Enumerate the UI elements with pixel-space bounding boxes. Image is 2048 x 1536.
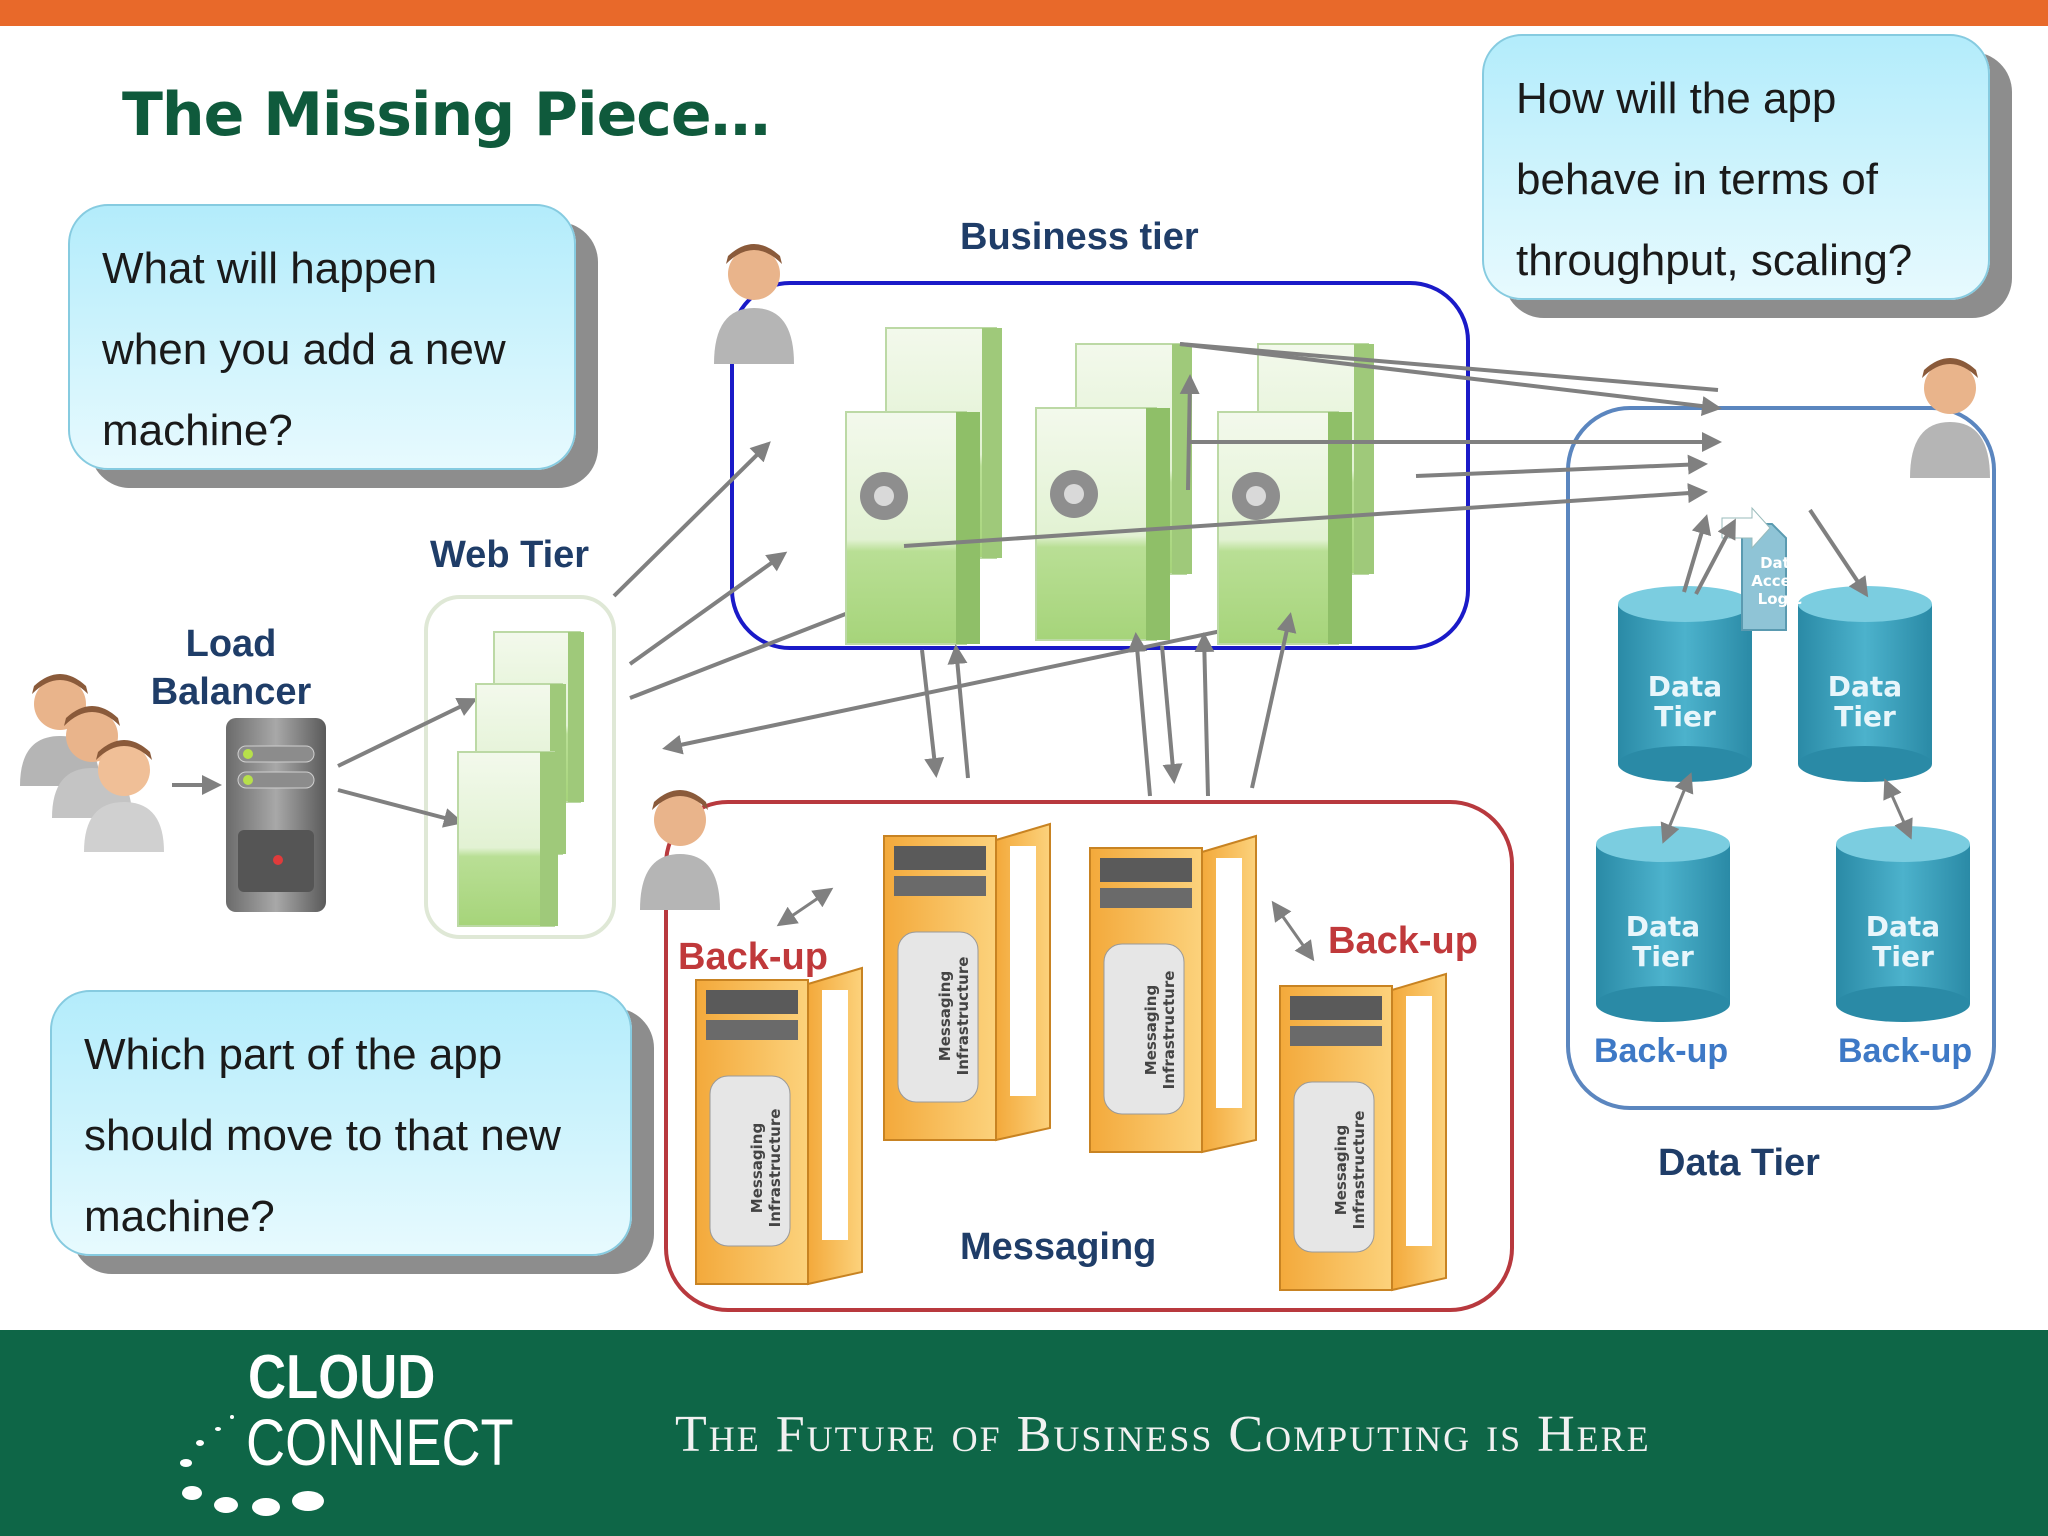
data-tier-cylinder-label: Data [1828, 670, 1902, 703]
architecture-diagram: Data Tier Data Tier Data Tier Data Tier … [20, 244, 1996, 1312]
bubble-line: What will happen [102, 244, 438, 293]
data-tier-label: Data Tier [1658, 1142, 1820, 1184]
question-bubble-add-machine: What will happen when you add a new mach… [68, 204, 576, 470]
data-access-logic-label: Logic [1758, 590, 1803, 608]
bubble-line: throughput, scaling? [1516, 236, 1913, 285]
logo-text-cloud: CLOUD [248, 1343, 436, 1412]
data-tier-box [1566, 406, 1996, 1110]
data-tier-user-icon [1910, 358, 1990, 478]
data-access-logic-label: Access [1751, 572, 1808, 590]
bubble-line: when you add a new [102, 325, 506, 374]
rack-label: Infrastructure [954, 957, 972, 1076]
web-tier-label: Web Tier [430, 534, 590, 576]
data-backup-label-right: Back-up [1838, 1032, 1973, 1070]
messaging-user-icon [640, 790, 720, 910]
rack-label: Infrastructure [1160, 971, 1178, 1090]
footer-bar [0, 1330, 2048, 1536]
business-tier-label: Business tier [960, 216, 1199, 258]
data-tier-cylinder-label: Tier [1834, 700, 1896, 733]
business-server-icon [845, 327, 1374, 645]
database-icon [1596, 586, 1970, 1022]
rack-label: Infrastructure [766, 1109, 784, 1228]
rack-label: Messaging [1332, 1125, 1350, 1215]
data-access-logic-label: Data [1760, 554, 1800, 572]
backup-label-left: Back-up [678, 936, 828, 978]
load-balancer-label: Load Balancer [146, 620, 316, 716]
cloud-connect-logo-icon [180, 1415, 324, 1516]
web-tier-box [424, 595, 616, 939]
rack-label: Infrastructure [1350, 1111, 1368, 1230]
rack-label: Messaging [748, 1123, 766, 1213]
load-balancer-label-line: Load [185, 623, 277, 665]
top-accent-bar [0, 0, 2048, 26]
data-tier-cylinder-label: Tier [1654, 700, 1716, 733]
data-tier-cylinder-label: Data [1866, 910, 1940, 943]
bubble-line: machine? [84, 1192, 275, 1241]
web-server-icon [457, 631, 584, 927]
bubble-line: should move to that new [84, 1111, 561, 1160]
business-tier-box [730, 281, 1470, 650]
rack-label: Messaging [1142, 985, 1160, 1075]
data-tier-cylinder-label: Data [1648, 670, 1722, 703]
logo-text-connect: CONNECT [246, 1405, 514, 1479]
messaging-label: Messaging [960, 1226, 1157, 1268]
question-bubble-throughput: How will the app behave in terms of thro… [1482, 34, 1990, 300]
load-balancer-label-line: Balancer [150, 671, 312, 713]
slide-title: The Missing Piece… [122, 80, 771, 150]
data-tier-cylinder-label: Tier [1872, 940, 1934, 973]
messaging-box [664, 800, 1514, 1312]
rack-label: Messaging [936, 971, 954, 1061]
load-balancer-icon [226, 718, 326, 912]
bubble-line: How will the app [1516, 74, 1837, 123]
data-tier-cylinder-label: Data [1626, 910, 1700, 943]
backup-label-right: Back-up [1328, 920, 1478, 962]
data-backup-label-left: Back-up [1594, 1032, 1729, 1070]
data-tier-cylinder-label: Tier [1632, 940, 1694, 973]
messaging-rack-icon [695, 822, 1447, 1292]
business-tier-user-icon [714, 244, 794, 364]
question-bubble-move-part: Which part of the app should move to tha… [50, 990, 632, 1256]
users-group-icon [20, 674, 164, 852]
footer-tagline: The Future of Business Computing is Here [675, 1406, 1651, 1463]
bubble-line: Which part of the app [84, 1030, 503, 1079]
bubble-line: machine? [102, 406, 293, 455]
bubble-line: behave in terms of [1516, 155, 1878, 204]
